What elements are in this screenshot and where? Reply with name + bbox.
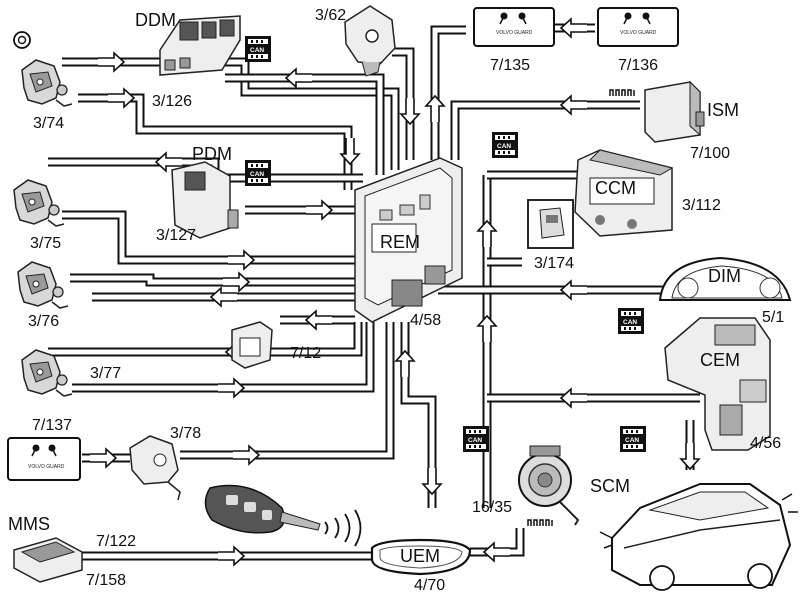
label-7-158: 7/158 [86,572,126,589]
label-3-112: 3/112 [682,197,721,214]
label-cem: CEM [700,350,740,370]
label-3-75: 3/75 [30,235,61,252]
label-3-77: 3/77 [90,365,121,382]
label-7-136: 7/136 [618,57,658,74]
can-label: CAN [623,319,637,326]
interior-sensor-icon [231,321,273,369]
label-3-126: 3/126 [152,93,192,110]
ignition-icon [13,31,31,49]
label-7-100: 7/100 [690,145,730,162]
volvo-guard-sensor-icon: VOLVO GUARD [597,7,679,47]
label-3-174: 3/174 [534,255,574,272]
key-fob-icon [204,484,362,547]
ccm-module-icon [574,149,674,237]
car-icon [599,483,798,591]
guard-label: VOLVO GUARD [28,464,65,470]
label-scm: SCM [590,476,630,496]
mms-module-icon [13,537,83,583]
label-ism: ISM [707,100,739,120]
volvo-guard-sensor-icon: VOLVO GUARD [473,7,555,47]
label-7-122: 7/122 [96,533,136,550]
can-label: CAN [497,143,511,150]
can-label: CAN [468,437,482,444]
switch-icon [527,199,574,249]
label-5-1: 5/1 [762,309,784,326]
can-label: CAN [625,437,639,444]
label-3-127: 3/127 [156,227,196,244]
label-ddm: DDM [135,10,176,30]
siren-icon [518,445,580,526]
component-labels: DDM 3/62 7/135 7/136 3/126 3/74 ISM 7/10… [8,7,784,593]
cem-module-icon [664,317,771,451]
door-lock-icon [17,261,69,309]
dim-instrument-cluster-icon [658,256,792,301]
label-7-135: 7/135 [490,57,530,74]
label-ccm: CCM [595,178,636,198]
pdm-module-icon [171,161,239,239]
label-dim: DIM [708,266,741,286]
rem-module-icon [354,157,463,323]
can-bus-badges: CAN CAN CAN CAN CAN CAN [245,36,646,452]
ism-module-icon [644,80,705,143]
label-7-12: 7/12 [290,345,321,362]
mirror-icon [370,538,472,576]
door-lock-icon [21,349,73,397]
label-4-70: 4/70 [414,577,445,593]
volvo-guard-sensor-icon: VOLVO GUARD [7,437,81,481]
label-3-74: 3/74 [33,115,64,132]
can-label: CAN [250,47,264,54]
label-4-56: 4/56 [750,435,781,452]
label-7-137: 7/137 [32,417,72,434]
label-4-58: 4/58 [410,312,441,329]
door-lock-icon [13,179,65,227]
can-label: CAN [250,171,264,178]
label-3-78: 3/78 [170,425,201,442]
label-16-35: 16/35 [472,499,512,516]
label-uem: UEM [400,546,440,566]
ddm-module-icon [159,15,241,76]
guard-label: VOLVO GUARD [620,30,657,36]
label-pdm: PDM [192,144,232,164]
label-3-62: 3/62 [315,7,346,24]
label-3-76: 3/76 [28,313,59,330]
label-mms: MMS [8,514,50,534]
hood-switch-icon [344,5,396,77]
lock-switch-icon [129,435,181,501]
guard-label: VOLVO GUARD [496,30,533,36]
door-lock-icon [21,59,73,107]
label-rem: REM [380,232,420,252]
